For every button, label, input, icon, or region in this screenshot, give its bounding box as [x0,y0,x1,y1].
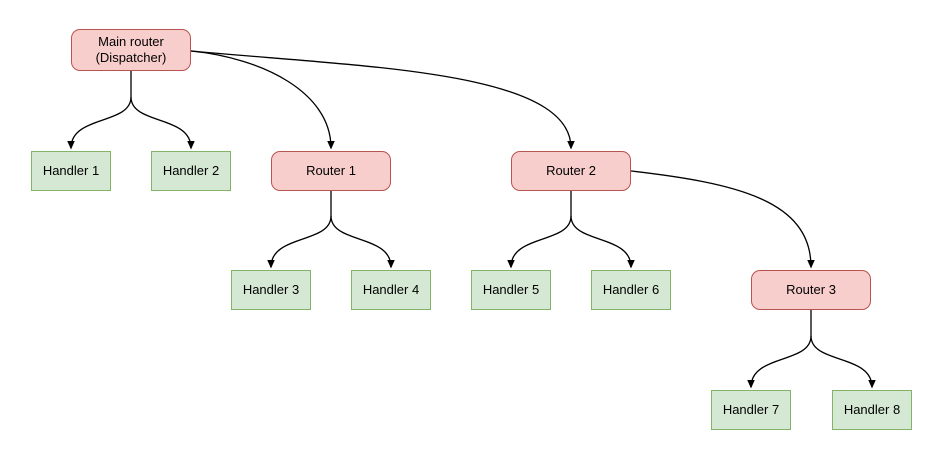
node-handler-8: Handler 8 [832,390,912,430]
node-handler-5: Handler 5 [471,270,551,310]
edge-main-router-to-handler2 [130,96,195,150]
edge-main-router-to-router1 [190,50,335,150]
node-handler-4: Handler 4 [351,270,431,310]
edge-router1-to-handler4 [330,215,395,269]
edge-router3-to-handler7 [747,335,812,389]
edge-main-router-to-handler1 [67,96,132,150]
node-handler-2: Handler 2 [151,151,231,191]
edge-router3-to-handler8 [810,335,876,389]
edge-router1-to-handler3 [267,215,332,269]
node-handler-7: Handler 7 [711,390,791,430]
node-router-2: Router 2 [511,151,631,191]
edge-router2-to-handler6 [570,215,635,269]
node-handler-6: Handler 6 [591,270,671,310]
node-handler-3: Handler 3 [231,270,311,310]
node-router-3: Router 3 [751,270,871,310]
edge-router2-to-router3 [630,170,815,269]
edge-main-router-to-router2 [190,50,575,150]
node-handler-1: Handler 1 [31,151,111,191]
node-main-router: Main router (Dispatcher) [71,29,191,71]
node-router-1: Router 1 [271,151,391,191]
edge-router2-to-handler5 [507,215,572,269]
